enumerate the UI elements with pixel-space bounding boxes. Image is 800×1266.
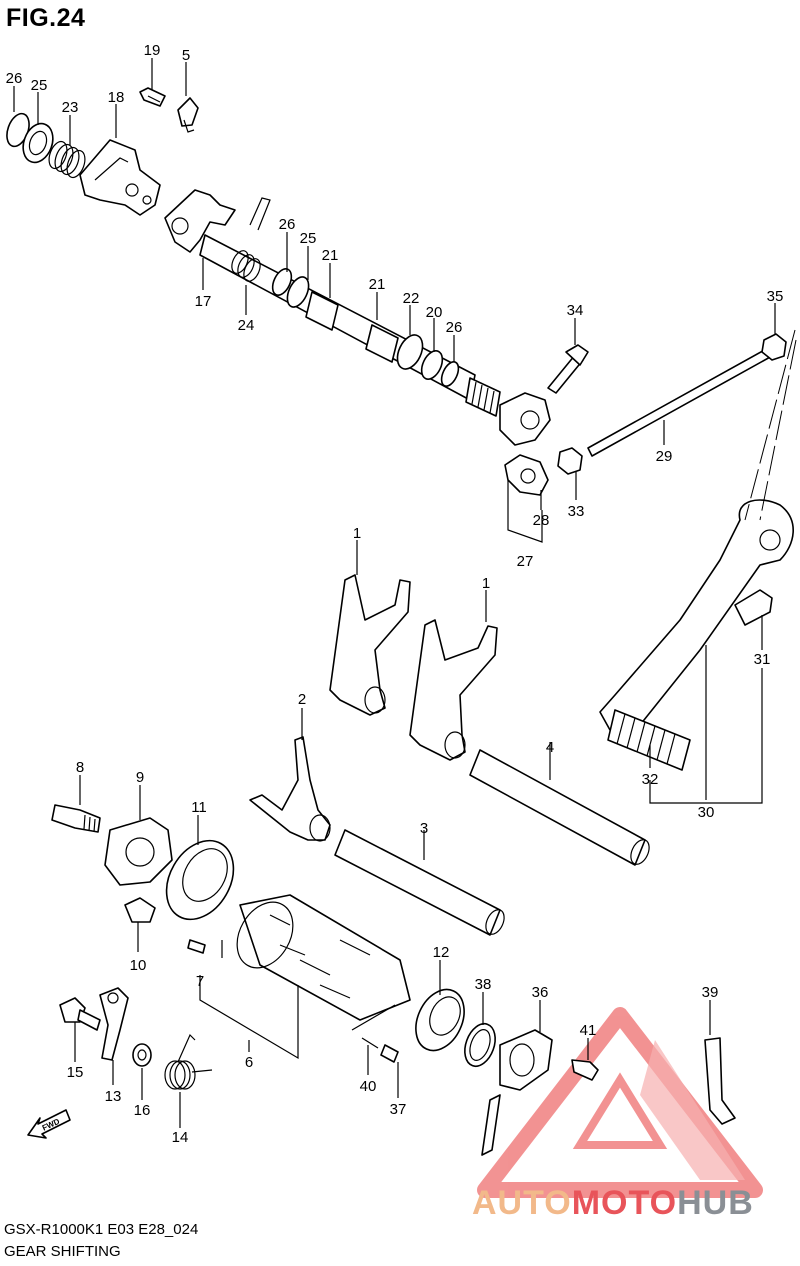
part-label-10: 10	[130, 957, 147, 974]
part-label-39: 39	[702, 984, 719, 1001]
watermark-text: AUTOMOTOHUB	[472, 1184, 754, 1222]
watermark-part-moto: MOTO	[572, 1184, 677, 1222]
part-label-11: 11	[191, 799, 207, 816]
part-label-5: 5	[182, 47, 190, 64]
part-label-14: 14	[172, 1129, 189, 1146]
part-label-21: 21	[369, 276, 386, 293]
part-label-26: 26	[6, 70, 23, 87]
fwd-arrow: FWD	[27, 1109, 71, 1139]
shift-link-rod-assembly	[499, 333, 787, 543]
part-label-27: 27	[517, 553, 534, 570]
part-label-25: 25	[31, 77, 48, 94]
part-label-22: 22	[403, 290, 420, 307]
part-label-36: 36	[532, 984, 549, 1001]
part-label-20: 20	[426, 304, 443, 321]
part-label-38: 38	[475, 976, 492, 993]
part-label-12: 12	[433, 944, 450, 961]
part-label-17: 17	[195, 293, 212, 310]
gearshift-shaft-assembly	[6, 87, 501, 417]
part-label-16: 16	[134, 1102, 151, 1119]
model-code: GSX-R1000K1 E03 E28_024	[4, 1221, 199, 1238]
part-label-18: 18	[108, 89, 125, 106]
leader-lines	[13, 58, 776, 1128]
part-label-3: 3	[420, 820, 428, 837]
shift-drum-assembly	[51, 804, 736, 1156]
part-label-26: 26	[279, 216, 296, 233]
watermark-part-auto: AUTO	[472, 1184, 572, 1222]
part-label-34: 34	[567, 302, 584, 319]
part-label-32: 32	[642, 771, 659, 788]
part-label-30: 30	[698, 804, 715, 821]
part-label-6: 6	[245, 1054, 253, 1071]
part-label-28: 28	[533, 512, 550, 529]
part-label-9: 9	[136, 769, 144, 786]
part-label-31: 31	[754, 651, 771, 668]
part-label-33: 33	[568, 503, 585, 520]
part-label-13: 13	[105, 1088, 122, 1105]
part-label-1: 1	[482, 575, 490, 592]
figure-title: FIG.24	[6, 4, 86, 32]
part-label-26: 26	[446, 319, 463, 336]
watermark-logo	[477, 1007, 763, 1198]
part-label-41: 41	[580, 1022, 597, 1039]
figure-name: GEAR SHIFTING	[4, 1243, 121, 1260]
part-label-29: 29	[656, 448, 673, 465]
part-label-25: 25	[300, 230, 317, 247]
part-label-19: 19	[144, 42, 161, 59]
part-label-15: 15	[67, 1064, 84, 1081]
part-label-37: 37	[390, 1101, 407, 1118]
part-label-7: 7	[196, 973, 204, 990]
watermark-part-hub: HUB	[677, 1184, 754, 1222]
part-label-21: 21	[322, 247, 339, 264]
part-label-8: 8	[76, 759, 84, 776]
part-label-35: 35	[767, 288, 784, 305]
part-label-4: 4	[546, 739, 554, 756]
part-label-2: 2	[298, 691, 306, 708]
part-label-23: 23	[62, 99, 79, 116]
part-labels: 26 25 23 18 19 5 17 24 26 25 21 21 22 20…	[6, 42, 784, 1146]
part-label-24: 24	[238, 317, 255, 334]
gearshift-lever	[599, 329, 797, 771]
shift-forks	[249, 574, 650, 936]
part-label-1: 1	[353, 525, 361, 542]
part-label-40: 40	[360, 1078, 377, 1095]
